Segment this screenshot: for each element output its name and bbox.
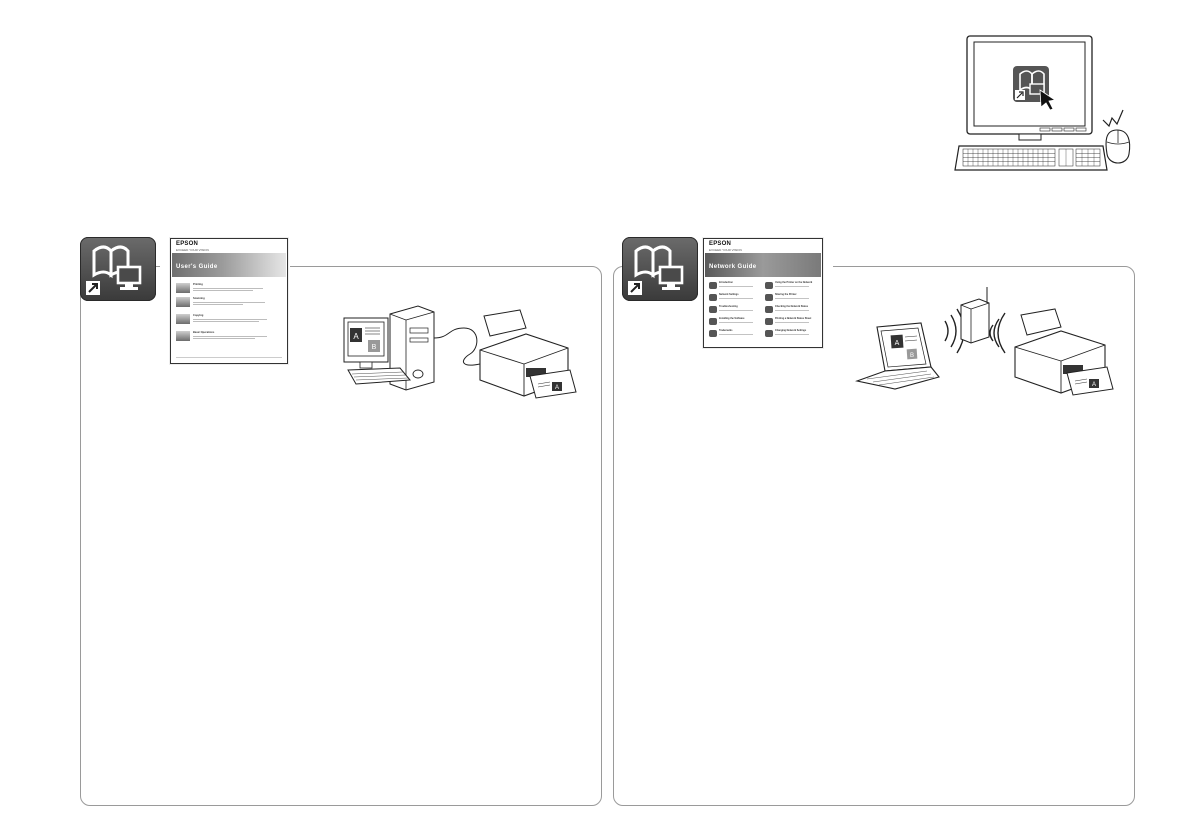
thumbnail-brand: EPSON bbox=[709, 241, 732, 247]
guide-section-row: Printing bbox=[176, 283, 283, 293]
svg-text:B: B bbox=[372, 344, 377, 351]
network-guide-thumbnail: EPSON EXCEED YOUR VISION Network Guide I… bbox=[703, 238, 823, 348]
network-guide-item: Installing the Software bbox=[709, 317, 757, 329]
guide-section-row: Copying bbox=[176, 314, 283, 324]
network-guide-item: Trademarks bbox=[709, 329, 757, 341]
network-item-label: Troubleshooting bbox=[719, 305, 738, 308]
guide-section-label: Basic Operations bbox=[193, 331, 215, 334]
network-item-label: Using the Printer on the Network bbox=[775, 281, 813, 284]
network-item-label: Printing a Network Status Sheet bbox=[775, 317, 812, 320]
network-guide-item: Introduction bbox=[709, 281, 757, 293]
guide-section-label: Copying bbox=[193, 314, 204, 317]
network-guide-item: Printing a Network Status Sheet bbox=[765, 317, 813, 329]
guide-section-row: Basic Operations bbox=[176, 331, 283, 341]
thumbnail-banner: User's Guide bbox=[172, 253, 286, 277]
network-guide-item: Sharing the Printer bbox=[765, 293, 813, 305]
users-guide-shortcut-icon[interactable] bbox=[80, 237, 156, 301]
network-item-label: Introduction bbox=[719, 281, 733, 284]
network-guide-item: Checking the Network Status bbox=[765, 305, 813, 317]
svg-text:A: A bbox=[555, 385, 559, 391]
network-item-label: Trademarks bbox=[719, 329, 733, 332]
network-item-label: Sharing the Printer bbox=[775, 293, 797, 296]
computer-double-click-illustration bbox=[954, 35, 1131, 171]
thumbnail-banner: Network Guide bbox=[705, 253, 821, 277]
svg-text:A: A bbox=[353, 332, 359, 341]
guide-section-row: Scanning bbox=[176, 297, 283, 307]
svg-text:A: A bbox=[895, 340, 900, 347]
users-guide-title: User's Guide bbox=[176, 264, 218, 270]
network-guide-item: Network Settings bbox=[709, 293, 757, 305]
thumbnail-brand-sub: EXCEED YOUR VISION bbox=[176, 248, 209, 252]
network-item-label: Changing Network Settings bbox=[775, 329, 807, 332]
network-guide-item: Using the Printer on the Network bbox=[765, 281, 813, 293]
network-guide-item: Changing Network Settings bbox=[765, 329, 813, 341]
svg-text:A: A bbox=[1092, 382, 1096, 388]
network-item-label: Checking the Network Status bbox=[775, 305, 809, 308]
network-guide-item: Troubleshooting bbox=[709, 305, 757, 317]
desktop-usb-printer-illustration: A B A bbox=[343, 305, 577, 399]
guide-section-label: Printing bbox=[193, 283, 203, 286]
wireless-network-printer-illustration: A B A bbox=[855, 287, 1114, 396]
network-item-label: Network Settings bbox=[719, 293, 739, 296]
thumbnail-brand: EPSON bbox=[176, 241, 199, 247]
network-guide-title: Network Guide bbox=[709, 264, 757, 270]
network-item-label: Installing the Software bbox=[719, 317, 745, 320]
users-guide-thumbnail: EPSON EXCEED YOUR VISION User's Guide Pr… bbox=[170, 238, 288, 364]
guide-section-label: Scanning bbox=[193, 297, 205, 300]
network-guide-shortcut-icon[interactable] bbox=[622, 237, 698, 301]
thumbnail-brand-sub: EXCEED YOUR VISION bbox=[709, 248, 742, 252]
svg-text:B: B bbox=[910, 353, 914, 359]
